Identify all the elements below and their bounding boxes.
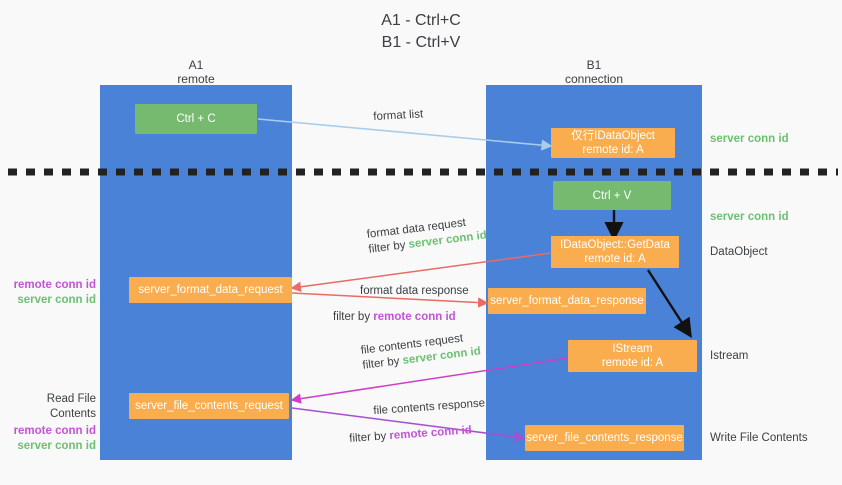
node-server-format-data-response-label: server_format_data_response: [490, 295, 644, 307]
edge-label-format-data-response-filter: filter by remote conn id: [333, 310, 469, 325]
node-idataobject[interactable]: 仅行IDataObject remote id: A: [551, 128, 675, 158]
filter-prefix: filter by: [367, 238, 410, 256]
left-annotation-read-file-contents: Read File Contents: [46, 393, 96, 420]
node-istream[interactable]: IStream remote id: A: [568, 340, 697, 372]
filter-prefix: filter by: [361, 354, 404, 372]
node-server-file-contents-request-label: server_file_contents_request: [135, 400, 283, 412]
right-annotation-data-object: DataObject: [710, 246, 768, 258]
filter-key-remote-conn-id: remote conn id: [389, 424, 473, 443]
left-annotation-file: Read File Contents remote conn id server…: [8, 392, 96, 454]
filter-key-remote-conn-id: remote conn id: [373, 311, 456, 323]
node-server-file-contents-response-label: server_file_contents_response: [526, 432, 683, 444]
column-b1-name: B1: [586, 58, 602, 72]
node-getdata-subtitle: remote id: A: [584, 253, 646, 265]
column-a1-role: remote: [177, 72, 215, 86]
node-istream-subtitle: remote id: A: [601, 357, 664, 369]
node-server-format-data-response[interactable]: server_format_data_response: [488, 288, 646, 314]
column-header-a1: A1 remote: [100, 58, 292, 86]
node-idataobject-title: 仅行IDataObject: [571, 130, 655, 142]
edge-label-file-contents-response-filter: filter by remote conn id: [349, 422, 488, 447]
node-idataobject-getdata[interactable]: IDataObject::GetData remote id: A: [551, 236, 679, 268]
right-annotation-server-conn-id-top: server conn id: [710, 133, 789, 145]
node-server-format-data-request-label: server_format_data_request: [138, 284, 283, 296]
left-annotation-file-remote: remote conn id: [13, 425, 96, 437]
edge-label-file-contents-response-text: file contents response: [373, 397, 486, 418]
node-istream-title: IStream: [612, 343, 653, 355]
right-annotation-write-file-contents: Write File Contents: [710, 432, 808, 444]
edge-label-format-data-response-text: format data response: [360, 285, 469, 297]
edge-label-file-contents-request: file contents request filter by server c…: [360, 330, 482, 374]
node-ctrl-v-label: Ctrl + V: [592, 189, 632, 202]
left-annotation-format-server: server conn id: [17, 294, 96, 306]
right-annotation-istream: Istream: [710, 350, 749, 362]
node-getdata-title: IDataObject::GetData: [560, 239, 670, 251]
title-line-1: A1 - Ctrl+C: [381, 12, 461, 29]
node-ctrl-c-label: Ctrl + C: [176, 113, 216, 125]
node-server-format-data-request[interactable]: server_format_data_request: [129, 277, 292, 303]
right-annotation-server-conn-id-mid: server conn id: [710, 211, 789, 223]
page-title: A1 - Ctrl+C B1 - Ctrl+V: [0, 10, 842, 54]
node-ctrl-v[interactable]: Ctrl + V: [553, 181, 671, 210]
node-idataobject-subtitle: remote id: A: [582, 144, 644, 156]
column-b1-role: connection: [564, 72, 624, 86]
edge-label-format-data-response: format data response filter by remote co…: [333, 284, 469, 325]
filter-prefix: filter by: [348, 430, 390, 445]
edge-label-file-contents-response: file contents response filter by remote …: [347, 396, 487, 447]
column-a1-name: A1: [188, 58, 204, 72]
phase-divider: [8, 168, 838, 176]
left-annotation-format-remote: remote conn id: [13, 279, 96, 291]
edge-label-format-data-request: format data request filter by server con…: [366, 214, 488, 258]
edge-label-format-list: format list: [373, 107, 424, 125]
node-ctrl-c[interactable]: Ctrl + C: [135, 104, 257, 134]
node-server-file-contents-request[interactable]: server_file_contents_request: [129, 393, 289, 419]
column-header-b1: B1 connection: [486, 58, 702, 86]
left-annotation-file-server: server conn id: [17, 440, 96, 452]
node-server-file-contents-response[interactable]: server_file_contents_response: [525, 425, 684, 451]
edge-label-format-list-text: format list: [373, 108, 424, 123]
title-line-2: B1 - Ctrl+V: [381, 34, 461, 51]
left-annotation-format: remote conn id server conn id: [10, 278, 96, 308]
filter-prefix: filter by: [333, 311, 374, 323]
